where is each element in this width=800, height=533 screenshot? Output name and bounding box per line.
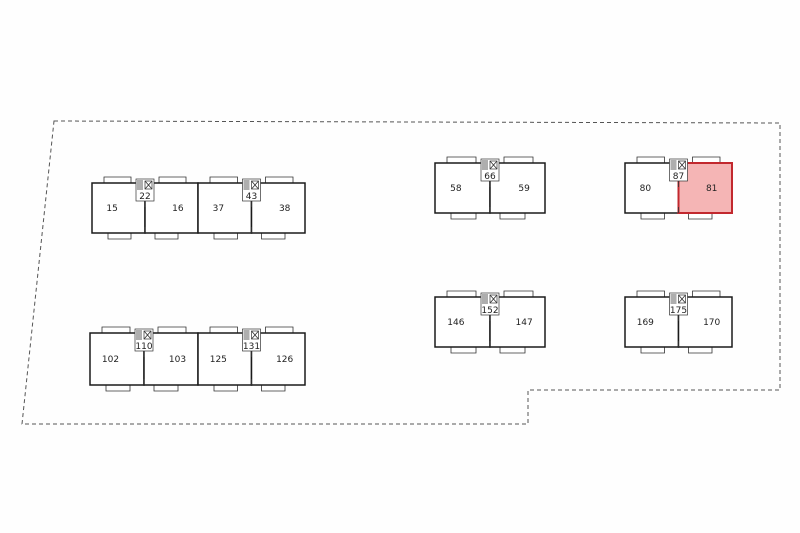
balcony-top-left bbox=[209, 326, 238, 333]
unit-58[interactable]: 58 bbox=[434, 162, 491, 214]
site-boundary bbox=[21, 120, 781, 425]
balcony-top-left bbox=[446, 156, 477, 163]
stair-core: 131 bbox=[242, 328, 261, 352]
core-number: 175 bbox=[670, 306, 687, 316]
unit-number: 170 bbox=[703, 318, 720, 328]
balcony-top-right bbox=[265, 176, 294, 183]
building-b1: 15 16 22 bbox=[91, 176, 199, 240]
core-number: 152 bbox=[481, 306, 498, 316]
stair-core: 22 bbox=[135, 178, 155, 202]
balcony-bottom-left bbox=[450, 213, 477, 220]
balcony-bottom-right bbox=[499, 347, 526, 354]
lift-cross bbox=[251, 180, 259, 190]
balcony-top-left bbox=[446, 290, 477, 297]
unit-number: 37 bbox=[213, 204, 224, 214]
building-b5: 102 103 110 bbox=[89, 326, 199, 392]
balcony-top-right bbox=[692, 156, 721, 163]
core-number: 131 bbox=[243, 342, 260, 352]
balcony-top-left bbox=[636, 156, 665, 163]
building-b8: 169 170 175 bbox=[624, 290, 733, 354]
unit-number: 58 bbox=[450, 184, 462, 194]
building-b7: 146 147 152 bbox=[434, 290, 546, 354]
unit-number: 146 bbox=[447, 318, 464, 328]
building-b2: 37 38 43 bbox=[197, 176, 306, 240]
unit-number: 15 bbox=[106, 204, 117, 214]
balcony-bottom-right bbox=[261, 385, 286, 392]
balcony-top-left bbox=[101, 326, 131, 333]
balcony-top-right bbox=[265, 326, 294, 333]
balcony-top-right bbox=[158, 176, 187, 183]
unit-number: 103 bbox=[169, 355, 186, 365]
balcony-bottom-right bbox=[688, 213, 713, 220]
unit-number: 125 bbox=[210, 355, 227, 365]
balcony-top-right bbox=[692, 290, 721, 297]
balcony-bottom-right bbox=[153, 385, 179, 392]
balcony-top-right bbox=[503, 156, 534, 163]
balcony-bottom-left bbox=[450, 347, 477, 354]
core-number: 66 bbox=[484, 172, 496, 182]
building-b3: 58 59 66 bbox=[434, 156, 546, 220]
lift-cross bbox=[678, 294, 686, 304]
stair-core: 43 bbox=[242, 178, 261, 202]
lift-cross bbox=[489, 294, 498, 304]
unit-number: 81 bbox=[706, 184, 717, 194]
building-b6: 125 126 131 bbox=[197, 326, 306, 392]
unit-number: 16 bbox=[172, 204, 184, 214]
core-number: 110 bbox=[135, 342, 152, 352]
balcony-bottom-right bbox=[261, 233, 286, 240]
balcony-bottom-left bbox=[213, 233, 238, 240]
balcony-top-left bbox=[209, 176, 238, 183]
unit-102[interactable]: 102 bbox=[89, 332, 145, 386]
balcony-bottom-left bbox=[105, 385, 131, 392]
core-number: 87 bbox=[673, 172, 684, 182]
building-b4: 80 81 87 bbox=[624, 156, 733, 220]
lift-cross bbox=[143, 330, 152, 340]
unit-number: 38 bbox=[279, 204, 291, 214]
core-number: 22 bbox=[139, 192, 150, 202]
lift-cross bbox=[144, 180, 153, 190]
lift-cross bbox=[678, 160, 686, 170]
stair-core: 87 bbox=[669, 158, 688, 182]
lift-cross bbox=[251, 330, 259, 340]
balcony-top-left bbox=[636, 290, 665, 297]
stair-core: 175 bbox=[669, 292, 688, 316]
unit-102-outline bbox=[89, 332, 145, 386]
unit-number: 169 bbox=[637, 318, 654, 328]
balcony-bottom-right bbox=[154, 233, 179, 240]
unit-number: 147 bbox=[516, 318, 533, 328]
unit-number: 126 bbox=[276, 355, 293, 365]
balcony-top-left bbox=[103, 176, 132, 183]
stair-core: 66 bbox=[480, 158, 500, 182]
balcony-bottom-left bbox=[107, 233, 132, 240]
balcony-bottom-left bbox=[640, 213, 665, 220]
stair-core: 152 bbox=[480, 292, 500, 316]
balcony-top-right bbox=[157, 326, 187, 333]
unit-number: 59 bbox=[518, 184, 530, 194]
lift-cross bbox=[489, 160, 498, 170]
balcony-bottom-left bbox=[640, 347, 665, 354]
core-number: 43 bbox=[246, 192, 257, 202]
unit-number: 80 bbox=[640, 184, 652, 194]
stair-core: 110 bbox=[134, 328, 154, 352]
unit-58-outline bbox=[434, 162, 491, 214]
balcony-bottom-left bbox=[213, 385, 238, 392]
unit-number: 102 bbox=[102, 355, 119, 365]
balcony-bottom-right bbox=[499, 213, 526, 220]
balcony-bottom-right bbox=[688, 347, 713, 354]
balcony-top-right bbox=[503, 290, 534, 297]
